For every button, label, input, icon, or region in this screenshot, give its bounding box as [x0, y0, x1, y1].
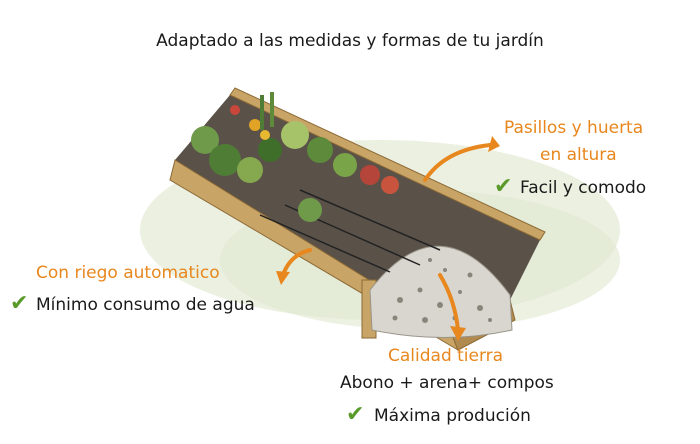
checkmark-icon: ✔: [494, 174, 513, 199]
riego-note: Mínimo consumo de agua: [36, 295, 255, 315]
checkmark-icon: ✔: [10, 291, 29, 316]
tierra-heading: Calidad tierra: [388, 346, 504, 366]
page-title: Adaptado a las medidas y formas de tu ja…: [156, 31, 544, 51]
tierra-detail: Abono + arena+ compos: [340, 373, 554, 393]
riego-heading: Con riego automatico: [36, 263, 220, 283]
pasillos-heading-line1: Pasillos y huerta: [504, 118, 644, 138]
curved-arrow-icon: [438, 273, 460, 332]
curved-arrow-icon: [423, 143, 492, 182]
checkmark-icon: ✔: [346, 402, 365, 427]
tierra-note: Máxima produción: [374, 406, 531, 426]
pasillos-note: Facil y comodo: [520, 178, 647, 198]
pasillos-heading-line2: en altura: [540, 145, 617, 165]
